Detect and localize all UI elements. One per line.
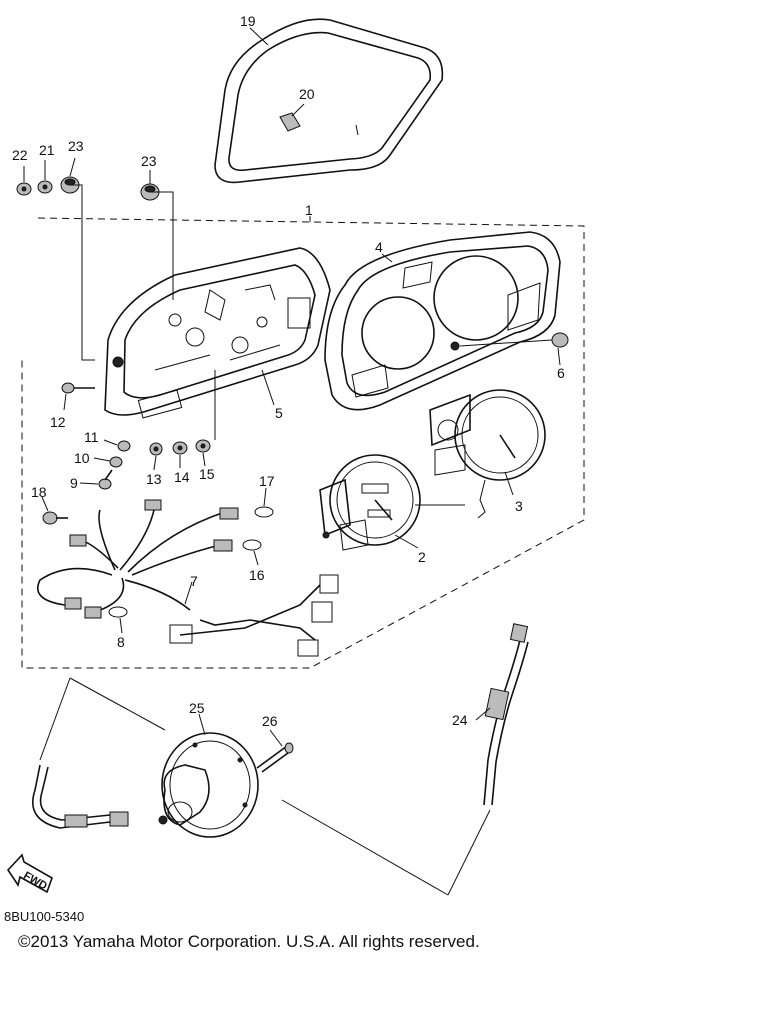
copyright-notice: ©2013 Yamaha Motor Corporation. U.S.A. A…: [18, 932, 480, 951]
callout-3: 3: [515, 498, 523, 514]
cushion-pad: [279, 112, 301, 132]
bulb-8: [108, 606, 128, 618]
diagram-code: 8BU100-5340: [4, 909, 85, 924]
bulb-16: [242, 539, 262, 551]
callout-8: 8: [117, 634, 125, 650]
washer-14: [172, 441, 188, 455]
bolt-12: [61, 382, 95, 394]
socket-18: [42, 511, 68, 525]
callout-14: 14: [174, 469, 190, 485]
bulb-17: [254, 506, 274, 518]
grommet-13: [149, 442, 163, 456]
callout-21: 21: [39, 142, 55, 158]
callout-24: 24: [452, 712, 468, 728]
screw-9: [98, 469, 113, 490]
meter-cover-frame: [214, 18, 444, 184]
callout-12: 12: [50, 414, 66, 430]
washer-11: [117, 440, 131, 452]
meter-gear-unit: [158, 732, 259, 838]
speedometer-cable: [483, 623, 529, 806]
callout-16: 16: [249, 567, 265, 583]
callout-11: 11: [84, 429, 99, 445]
callout-6: 6: [557, 365, 565, 381]
callout-20: 20: [299, 86, 315, 102]
tachometer: [429, 389, 546, 519]
washer-10: [109, 456, 123, 468]
nut-15: [195, 439, 211, 453]
callout-23-left: 23: [68, 138, 84, 154]
drive-cable-left: [32, 764, 129, 829]
callout-18: 18: [31, 484, 47, 500]
forward-arrow-icon: FWD: [6, 853, 53, 894]
callout-7: 7: [190, 573, 198, 589]
meter-case: [104, 247, 331, 419]
callout-2: 2: [418, 549, 426, 565]
callout-15: 15: [199, 466, 215, 482]
washer-21: [37, 180, 53, 194]
callout-22: 22: [12, 147, 28, 163]
collar-26: [256, 742, 294, 773]
callout-13: 13: [146, 471, 162, 487]
callout-5: 5: [275, 405, 283, 421]
rubber-cap-6: [459, 332, 569, 348]
callout-1: 1: [305, 202, 313, 218]
wire-harness: [37, 499, 339, 657]
callout-23-right: 23: [141, 153, 157, 169]
grommet-22: [16, 182, 32, 196]
callout-26: 26: [262, 713, 278, 729]
callout-25: 25: [189, 700, 205, 716]
callout-17: 17: [259, 473, 275, 489]
meter-panel: [324, 231, 561, 411]
callout-19: 19: [240, 13, 256, 29]
callout-10: 10: [74, 450, 90, 466]
speedometer: [319, 454, 465, 551]
callout-4: 4: [375, 239, 383, 255]
assembly-boundary: [21, 217, 585, 669]
callout-9: 9: [70, 475, 78, 491]
